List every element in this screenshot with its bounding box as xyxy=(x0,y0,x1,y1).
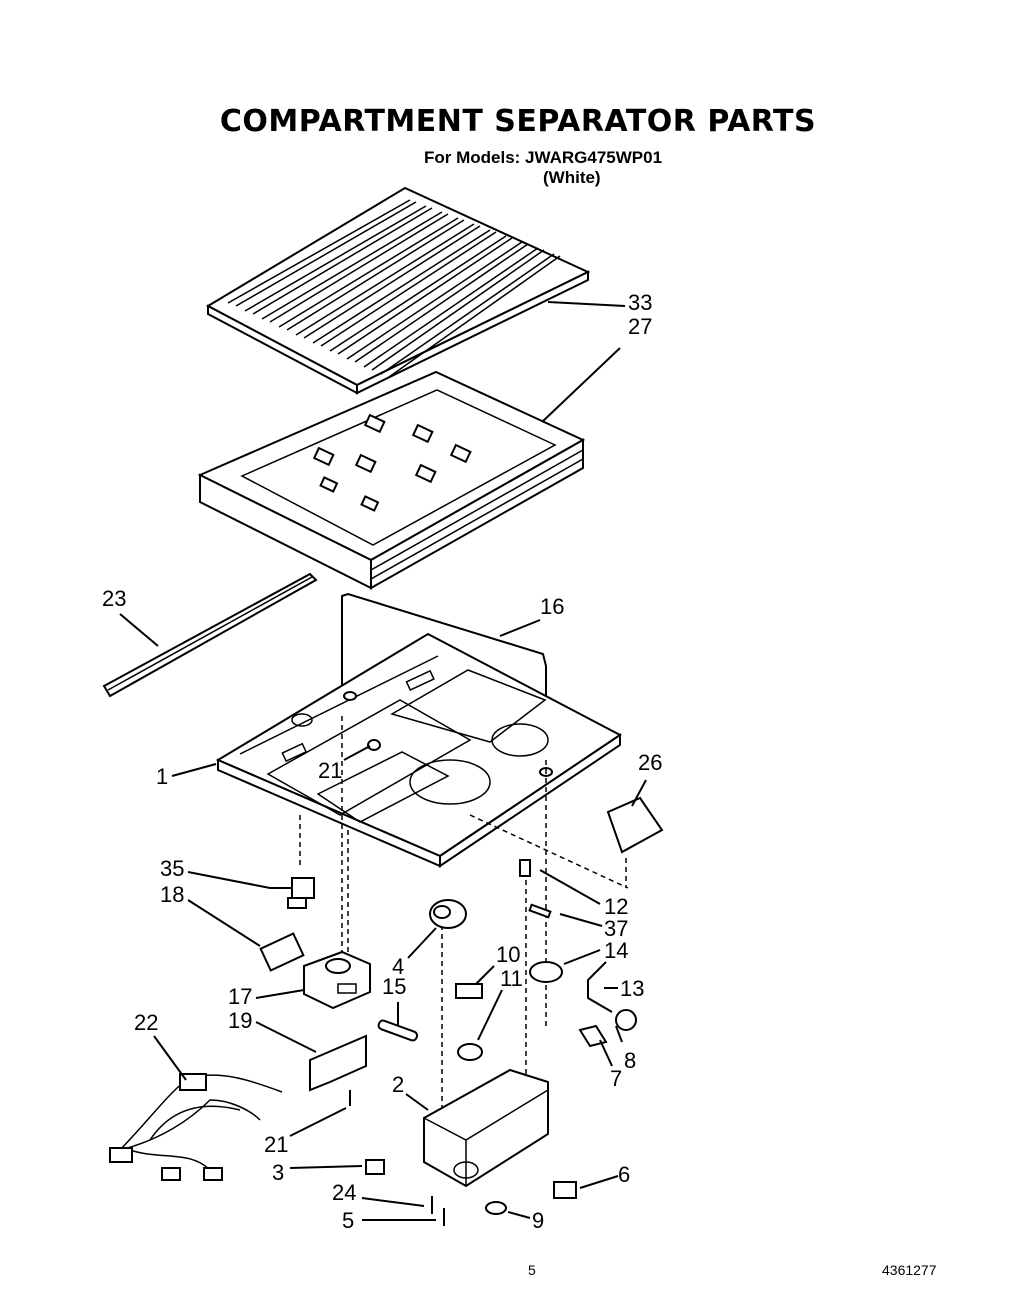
callout-4: 4 xyxy=(392,954,404,979)
callout-13: 13 xyxy=(620,976,644,1001)
part-1-separator-panel xyxy=(215,632,622,868)
callout-3: 3 xyxy=(272,1160,284,1185)
part-33-grille xyxy=(205,186,591,395)
part-13-hose xyxy=(587,961,613,1013)
part-17-housing xyxy=(303,950,371,1010)
part-4-switch xyxy=(429,899,467,929)
part-27-frame xyxy=(197,370,586,590)
callout-12: 12 xyxy=(604,894,628,919)
part-23-strip xyxy=(102,572,318,698)
part-15-tube xyxy=(377,1019,419,1042)
callout-17: 17 xyxy=(228,984,252,1009)
callout-22: 22 xyxy=(134,1010,158,1035)
callout-37: 37 xyxy=(604,916,628,941)
part-14-knob xyxy=(529,961,563,983)
page-number: 5 xyxy=(528,1262,536,1278)
document-number: 4361277 xyxy=(882,1262,937,1278)
callout-27: 27 xyxy=(628,314,652,339)
callout-8: 8 xyxy=(624,1048,636,1073)
callout-33: 33 xyxy=(628,290,652,315)
part-22-wire-harness xyxy=(109,1073,283,1181)
callout-35: 35 xyxy=(160,856,184,881)
callout-26: 26 xyxy=(638,750,662,775)
alignment-lines xyxy=(299,716,629,1138)
callout-2: 2 xyxy=(392,1072,404,1097)
part-2-control-housing xyxy=(423,1068,549,1188)
color-subtitle: (White) xyxy=(543,168,601,187)
callout-21-lower: 21 xyxy=(264,1132,288,1157)
callout-15: 15 xyxy=(382,974,406,999)
callout-23: 23 xyxy=(102,586,126,611)
callout-21-upper: 21 xyxy=(318,758,342,783)
part-19-bracket xyxy=(309,1034,367,1092)
part-26-baffle xyxy=(606,796,664,854)
callout-7: 7 xyxy=(610,1066,622,1091)
callout-19: 19 xyxy=(228,1008,252,1033)
part-37-clip xyxy=(528,903,552,919)
callout-5: 5 xyxy=(342,1208,354,1233)
part-6-switch xyxy=(553,1181,577,1199)
callout-18: 18 xyxy=(160,882,184,907)
callout-1: 1 xyxy=(156,764,168,789)
part-18-gasket xyxy=(259,932,305,972)
part-16-tube xyxy=(341,592,547,760)
page-title: COMPARTMENT SEPARATOR PARTS xyxy=(219,104,817,139)
leader-lines xyxy=(119,301,647,1221)
part-10-thermostat xyxy=(455,983,483,999)
part-11-grommet xyxy=(457,1043,483,1061)
part-35-bracket xyxy=(270,877,315,909)
part-12-screw xyxy=(519,859,531,877)
callout-6: 6 xyxy=(618,1162,630,1187)
callout-11: 11 xyxy=(500,966,523,991)
part-8-bulb xyxy=(615,1009,637,1031)
model-subtitle: For Models: JWARG475WP01 xyxy=(424,148,663,167)
callout-10: 10 xyxy=(496,942,520,967)
callout-24: 24 xyxy=(332,1180,356,1205)
part-9-plug xyxy=(485,1201,507,1215)
callout-16: 16 xyxy=(540,594,564,619)
callout-9: 9 xyxy=(532,1208,544,1233)
part-3-clip xyxy=(365,1159,385,1175)
callout-14: 14 xyxy=(604,938,628,963)
callout-labels: 33 27 23 16 1 21 26 35 18 12 37 4 10 14 … xyxy=(102,290,662,1233)
